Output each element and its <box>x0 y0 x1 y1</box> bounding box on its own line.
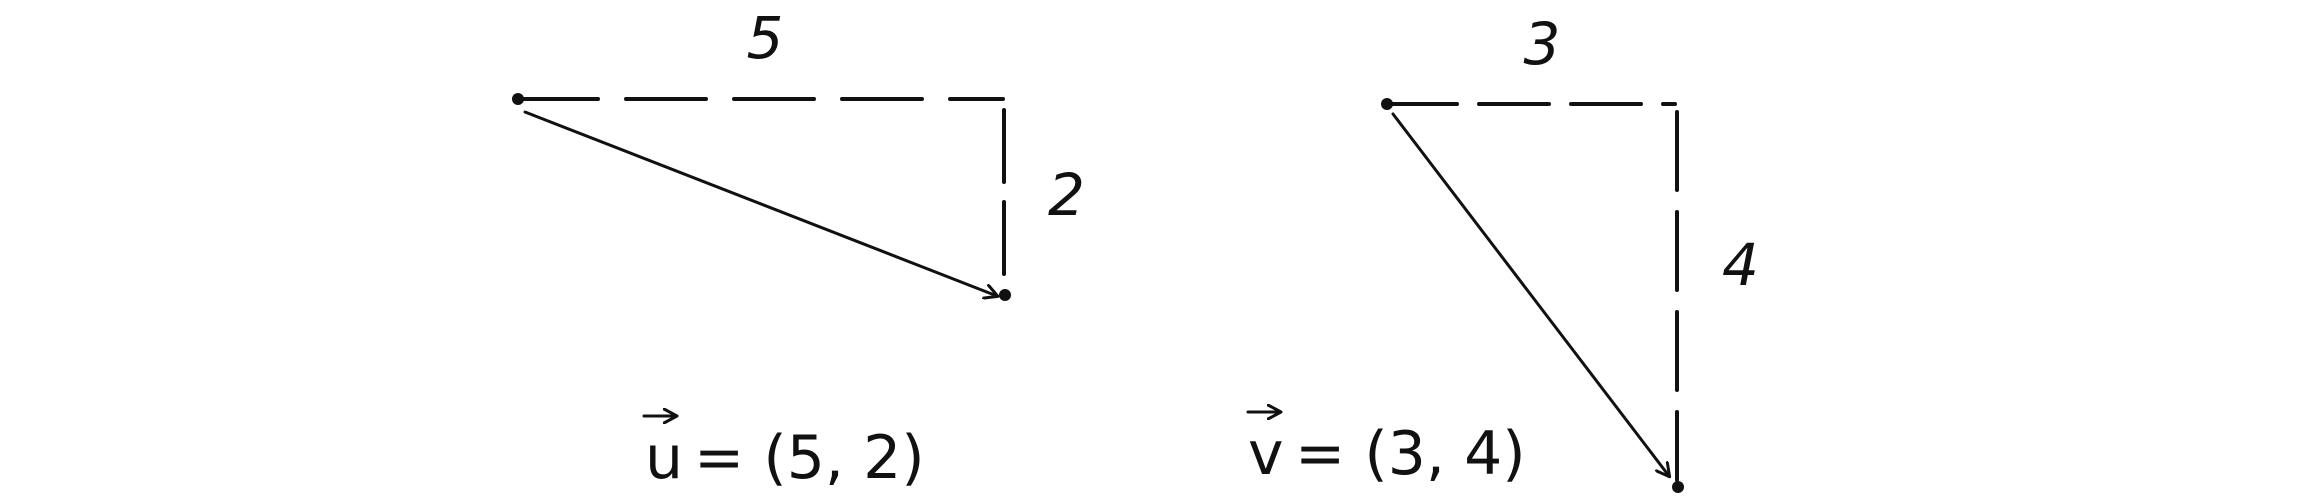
vector-u-figure: 5 2 u = (5, 2) <box>512 4 1085 493</box>
v-horizontal-label: 3 <box>1524 10 1561 78</box>
v-start-dot <box>1381 98 1393 110</box>
u-end-dot <box>999 289 1011 301</box>
v-name-letter: v <box>1248 419 1284 489</box>
u-name-letter: u <box>645 423 683 493</box>
v-end-dot <box>1672 481 1684 493</box>
u-horizontal-label: 5 <box>747 4 784 72</box>
v-arrow <box>1391 112 1669 476</box>
u-vertical-label: 2 <box>1048 161 1085 229</box>
u-arrow <box>523 110 997 296</box>
u-start-dot <box>512 93 524 105</box>
v-vertical-label: 4 <box>1722 231 1759 299</box>
vector-v-figure: 3 4 v = (3, 4) <box>1246 10 1759 493</box>
v-equation: = (3, 4) <box>1295 419 1526 489</box>
u-equation: = (5, 2) <box>694 423 925 493</box>
